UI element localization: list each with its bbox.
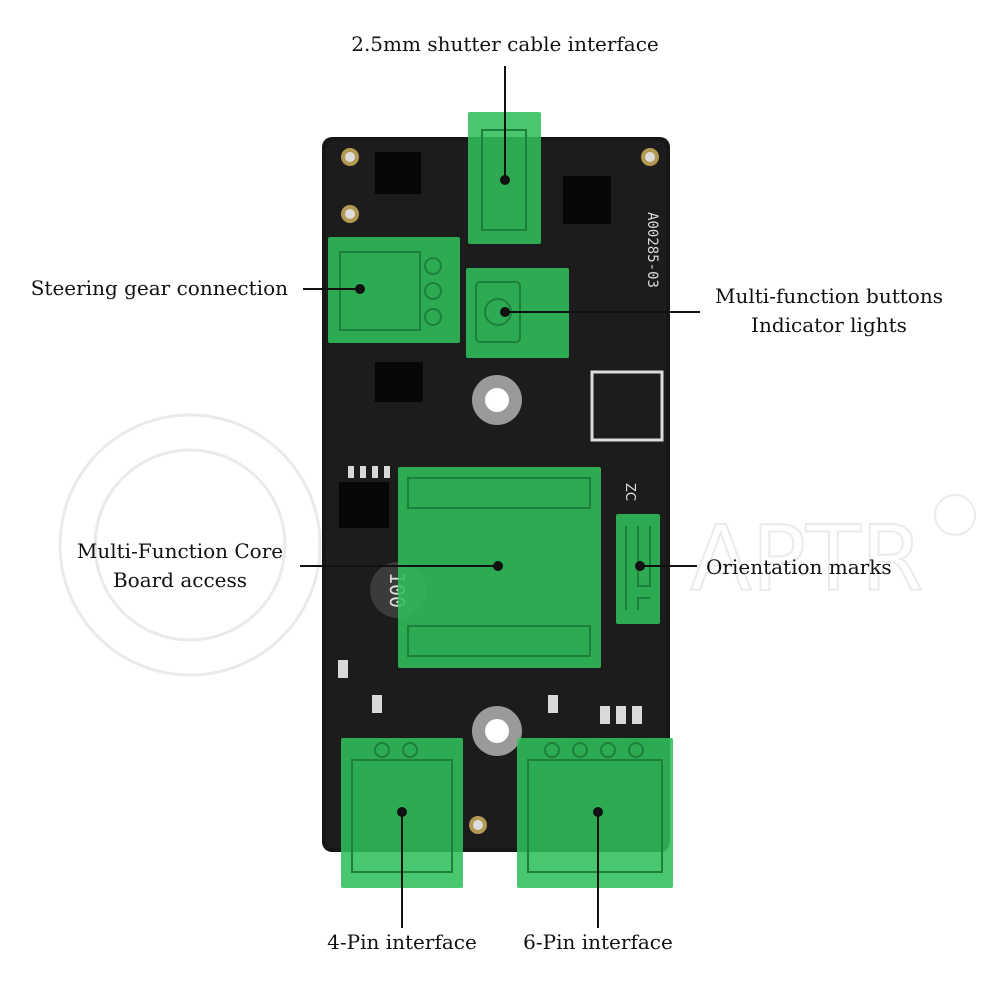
optocoupler-chip-top bbox=[375, 152, 421, 194]
label-steering: Steering gear connection bbox=[30, 276, 288, 300]
silkscreen-square bbox=[590, 370, 664, 442]
screw-hole-lower bbox=[485, 719, 509, 743]
watermark-circle bbox=[58, 413, 322, 677]
label-shutter: 2.5mm shutter cable interface bbox=[351, 32, 659, 56]
mount-hole-left bbox=[345, 209, 355, 219]
orientation-mark-glyph bbox=[625, 526, 651, 610]
steering-pin bbox=[424, 257, 442, 275]
smd-part bbox=[360, 466, 366, 478]
label-core-line1: Multi-Function Core bbox=[76, 539, 284, 563]
serial-number: A00285-03 bbox=[644, 212, 660, 288]
core-header-top bbox=[407, 477, 591, 509]
watermark: APTR bbox=[58, 413, 976, 677]
label-orientation: Orientation marks bbox=[706, 555, 892, 579]
smd-part bbox=[632, 706, 642, 724]
anchor-dot-steering bbox=[355, 284, 365, 294]
smd-part bbox=[384, 466, 390, 478]
mount-hole-bottom bbox=[473, 820, 483, 830]
anchor-dot-orientation bbox=[635, 561, 645, 571]
leader-lines bbox=[300, 66, 700, 928]
anchor-dot-pin4 bbox=[397, 807, 407, 817]
optocoupler-chip-right bbox=[563, 176, 611, 224]
label-buttons-line1: Multi-function buttons bbox=[715, 284, 943, 308]
pin6-pin bbox=[572, 742, 588, 758]
core-header-bottom bbox=[407, 625, 591, 657]
pin6-pin bbox=[628, 742, 644, 758]
smd-part bbox=[548, 695, 558, 713]
anchor-dot-buttons bbox=[500, 307, 510, 317]
screw-hole-upper bbox=[485, 388, 509, 412]
anchor-dot-core bbox=[493, 561, 503, 571]
pin4-pin bbox=[374, 742, 390, 758]
smd-components bbox=[338, 466, 642, 724]
board-logo: ZC bbox=[622, 483, 637, 501]
optocoupler-chip-middle bbox=[375, 362, 423, 402]
anchor-dots bbox=[355, 175, 645, 817]
mount-hole-top-left bbox=[345, 152, 355, 162]
anchor-dot-pin6 bbox=[593, 807, 603, 817]
steering-housing bbox=[339, 251, 421, 331]
watermark-inner-circle bbox=[93, 448, 287, 642]
pin6-housing bbox=[527, 759, 663, 873]
anchor-dot-shutter bbox=[500, 175, 510, 185]
watermark-text: APTR bbox=[690, 507, 923, 612]
steering-pin bbox=[424, 308, 442, 326]
smd-part bbox=[372, 466, 378, 478]
steering-pin bbox=[424, 282, 442, 300]
label-core-line2: Board access bbox=[112, 568, 248, 592]
pin6-pin bbox=[544, 742, 560, 758]
regulator-chip bbox=[339, 482, 389, 528]
steering-connector-highlight bbox=[328, 237, 460, 343]
smd-part bbox=[616, 706, 626, 724]
mount-hole-top-right bbox=[645, 152, 655, 162]
pin6-pin bbox=[600, 742, 616, 758]
smd-part bbox=[338, 660, 348, 678]
smd-part bbox=[372, 695, 382, 713]
label-pin6: 6-Pin interface bbox=[523, 930, 673, 954]
smd-part bbox=[348, 466, 354, 478]
watermark-registered-icon bbox=[934, 494, 976, 536]
label-buttons-line2: Indicator lights bbox=[751, 313, 907, 337]
smd-part bbox=[600, 706, 610, 724]
pin4-pin bbox=[402, 742, 418, 758]
label-pin4: 4-Pin interface bbox=[327, 930, 477, 954]
